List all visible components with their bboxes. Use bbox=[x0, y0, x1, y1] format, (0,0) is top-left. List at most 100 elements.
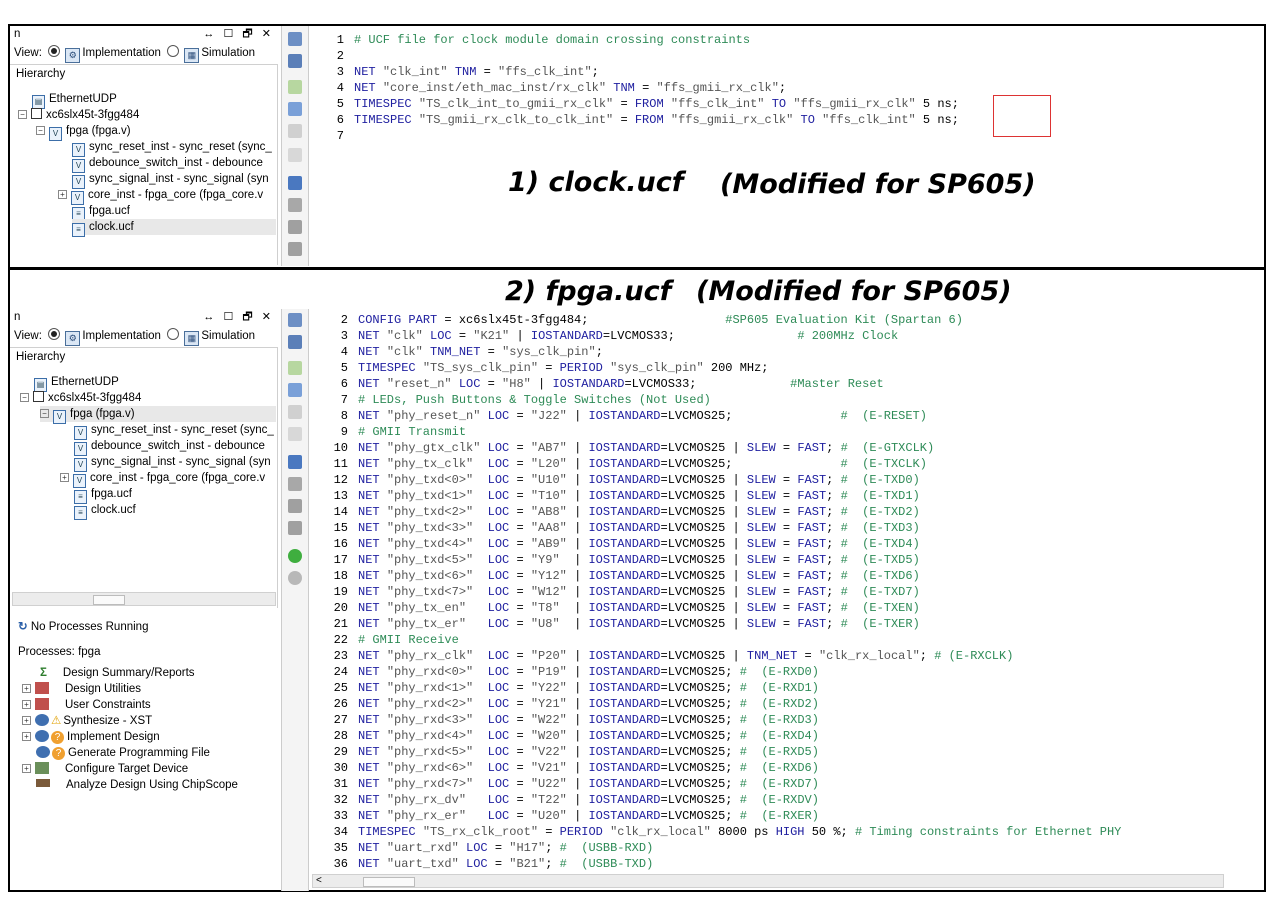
tree-item-ucf[interactable]: ≡fpga.ucf bbox=[72, 203, 130, 221]
hierarchy-hscrollbar[interactable] bbox=[12, 592, 276, 606]
collapse-icon[interactable]: − bbox=[18, 110, 27, 119]
window-controls[interactable]: ↔ ☐ 🗗 ✕ bbox=[203, 28, 274, 40]
tree-item-device[interactable]: −xc6slx45t-3fgg484 bbox=[18, 107, 139, 123]
process-generate-programming-file[interactable]: ?Generate Programming File bbox=[36, 745, 210, 761]
scroll-left-icon[interactable]: < bbox=[316, 875, 322, 886]
tree-item-project[interactable]: ▤EthernetUDP bbox=[34, 374, 119, 392]
clear-bookmarks-icon[interactable] bbox=[288, 521, 302, 535]
expand-icon[interactable]: + bbox=[22, 700, 31, 709]
expand-icon[interactable]: + bbox=[22, 732, 31, 741]
process-design-utilities[interactable]: +Design Utilities bbox=[22, 681, 141, 697]
clear-bookmarks-icon[interactable] bbox=[288, 242, 302, 256]
code-line[interactable]: 7 bbox=[310, 128, 354, 144]
tree-item-ucf[interactable]: ≡fpga.ucf bbox=[74, 486, 132, 504]
tree-item-project[interactable]: ▤EthernetUDP bbox=[32, 91, 117, 109]
next-bookmark-icon[interactable] bbox=[288, 499, 302, 513]
redo-icon[interactable] bbox=[288, 427, 302, 441]
code-line[interactable]: 1# UCF file for clock module domain cros… bbox=[310, 32, 750, 48]
find-icon[interactable] bbox=[288, 176, 302, 190]
code-line[interactable]: 22# GMII Receive bbox=[310, 632, 459, 648]
simulation-radio[interactable] bbox=[167, 45, 180, 57]
next-bookmark-icon[interactable] bbox=[288, 220, 302, 234]
undo-icon[interactable] bbox=[288, 383, 302, 397]
code-editor-clock-ucf[interactable]: 1# UCF file for clock module domain cros… bbox=[310, 32, 1260, 144]
tree-item-ucf-selected[interactable]: ≡clock.ucf bbox=[72, 219, 276, 237]
expand-icon[interactable]: + bbox=[22, 764, 31, 773]
simulation-radio[interactable] bbox=[167, 328, 180, 340]
editor-hscrollbar[interactable]: < bbox=[312, 874, 1224, 888]
collapse-icon[interactable]: − bbox=[36, 126, 45, 135]
code-line[interactable]: 7# LEDs, Push Buttons & Toggle Switches … bbox=[310, 392, 711, 408]
process-implement-design[interactable]: +?Implement Design bbox=[22, 729, 160, 745]
collapse-icon[interactable]: − bbox=[20, 393, 29, 402]
outdent-icon[interactable] bbox=[288, 54, 302, 68]
find-icon[interactable] bbox=[288, 455, 302, 469]
collapse-icon[interactable]: − bbox=[40, 409, 49, 418]
process-chipscope[interactable]: Analyze Design Using ChipScope bbox=[36, 777, 238, 793]
process-synthesize[interactable]: +⚠Synthesize - XST bbox=[22, 713, 152, 729]
forward-arrow-icon[interactable] bbox=[288, 571, 302, 585]
scroll-thumb[interactable] bbox=[93, 595, 125, 605]
comment-icon[interactable] bbox=[288, 80, 302, 94]
comment-icon[interactable] bbox=[288, 361, 302, 375]
code-line[interactable]: 2 bbox=[310, 48, 354, 64]
process-user-constraints[interactable]: +User Constraints bbox=[22, 697, 151, 713]
undo-icon[interactable] bbox=[288, 102, 302, 116]
expand-icon[interactable]: + bbox=[22, 684, 31, 693]
implementation-radio[interactable] bbox=[48, 45, 61, 57]
expand-icon[interactable]: + bbox=[60, 473, 69, 482]
code-line[interactable]: 9# GMII Transmit bbox=[310, 424, 466, 440]
indent-icon[interactable] bbox=[288, 32, 302, 46]
indent-icon[interactable] bbox=[288, 313, 302, 327]
outdent-icon[interactable] bbox=[288, 335, 302, 349]
process-configure-target[interactable]: +Configure Target Device bbox=[22, 761, 188, 777]
uncomment-icon[interactable] bbox=[288, 405, 302, 419]
uncomment-icon[interactable] bbox=[288, 124, 302, 138]
bookmark-icon[interactable] bbox=[288, 198, 302, 212]
